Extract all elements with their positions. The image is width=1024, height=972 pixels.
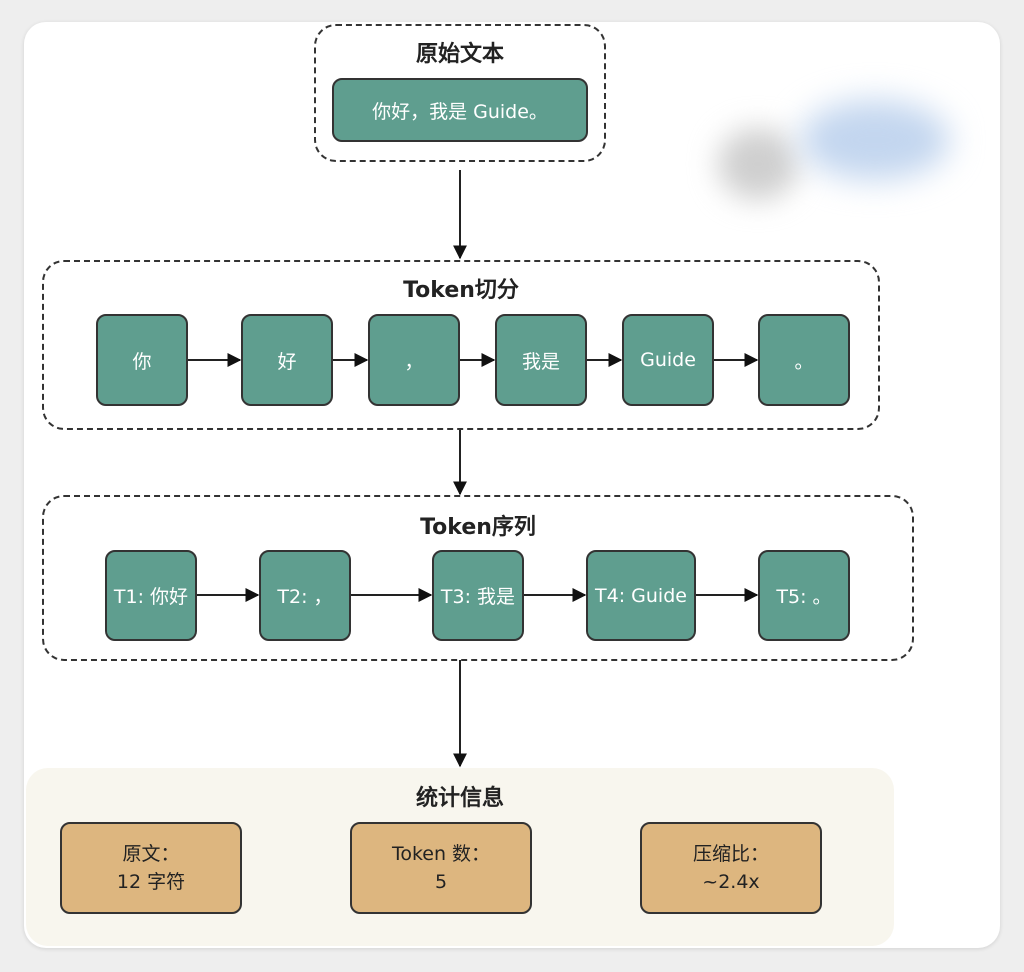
blurred-decoration [718,128,798,200]
token-box: Guide [622,314,714,406]
sequence-group: Token序列 [42,495,914,661]
stat-label: 原文： [122,843,180,865]
token-label: ， [404,350,424,373]
original-text-value: 你好，我是 Guide。 [372,100,548,123]
token-label: 。 [794,350,814,373]
token-box: 好 [241,314,333,406]
sequence-label: T3: 我是 [440,586,516,608]
original-text-group: 原始文本 [314,24,606,162]
blurred-decoration [800,100,950,180]
token-label: 你 [132,350,152,373]
token-label: 好 [277,350,297,373]
stat-compression-ratio: 压缩比： ~2.4x [640,822,822,914]
sequence-box: T2: ， [259,550,351,641]
token-box: 我是 [495,314,587,406]
token-box: 你 [96,314,188,406]
sequence-label: T5: 。 [776,586,832,608]
sequence-label: T2: ， [277,586,333,608]
sequence-box: T4: Guide [586,550,696,641]
stat-value: ~2.4x [702,871,760,893]
original-text-title: 原始文本 [415,42,504,67]
sequence-box: T1: 你好 [105,550,197,641]
stat-value: 12 字符 [116,871,186,893]
stat-value: 5 [434,871,448,893]
token-label: 我是 [521,350,560,373]
sequence-title: Token序列 [420,515,536,540]
token-label: Guide [640,349,696,371]
stats-title: 统计信息 [415,786,504,811]
original-text-box: 你好，我是 Guide。 [332,78,588,142]
stat-original-chars: 原文： 12 字符 [60,822,242,914]
stat-token-count: Token 数： 5 [350,822,532,914]
tokenize-group: Token切分 [42,260,880,430]
sequence-box: T5: 。 [758,550,850,641]
sequence-label: T4: Guide [595,584,687,607]
tokenize-title: Token切分 [403,278,519,303]
stat-label: 压缩比： [692,843,769,865]
sequence-label: T1: 你好 [113,586,189,608]
token-box: ， [368,314,460,406]
sequence-box: T3: 我是 [432,550,524,641]
token-box: 。 [758,314,850,406]
stat-label: Token 数： [391,843,491,865]
